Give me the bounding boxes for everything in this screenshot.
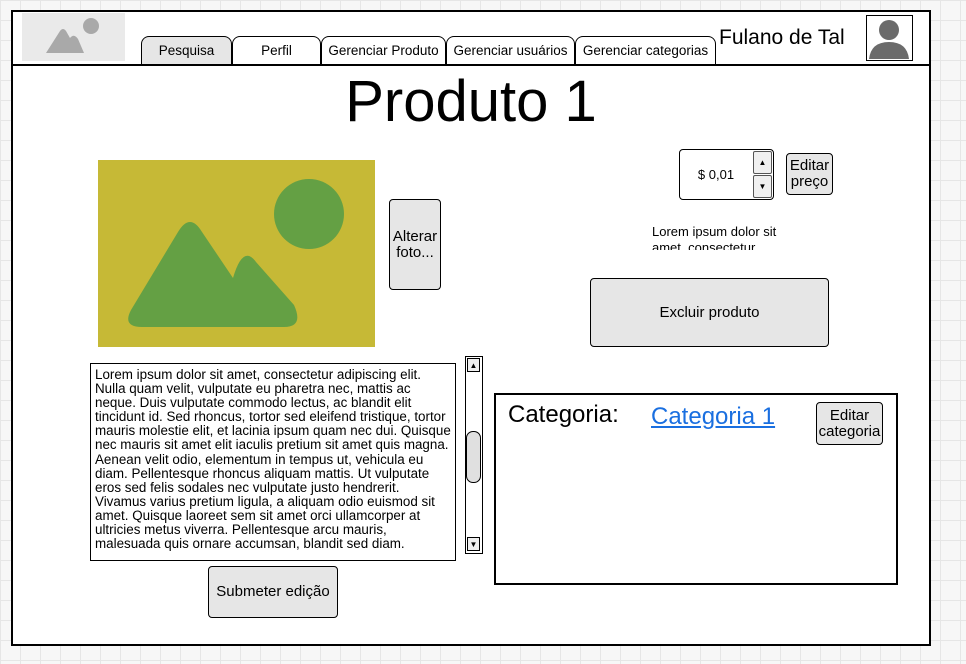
- tab-gerenciar-usuarios[interactable]: Gerenciar usuários: [446, 36, 575, 64]
- spin-up-icon[interactable]: ▲: [753, 151, 772, 174]
- price-description: Lorem ipsum dolor sit amet, consectetur: [652, 224, 777, 250]
- category-label: Categoria:: [508, 401, 619, 428]
- description-textarea[interactable]: Lorem ipsum dolor sit amet, consectetur …: [90, 363, 456, 561]
- tab-pesquisa[interactable]: Pesquisa: [141, 36, 232, 64]
- change-photo-button[interactable]: Alterar foto...: [389, 199, 441, 290]
- description-scrollbar[interactable]: ▲ ▼: [465, 356, 483, 554]
- edit-price-button[interactable]: Editar preço: [786, 153, 833, 195]
- price-stepper[interactable]: $ 0,01 ▲ ▼: [679, 149, 774, 200]
- product-image-icon: [98, 160, 375, 347]
- tab-gerenciar-produto[interactable]: Gerenciar Produto: [321, 36, 446, 64]
- scroll-up-icon[interactable]: ▲: [467, 358, 480, 372]
- scroll-down-icon[interactable]: ▼: [467, 537, 480, 551]
- price-value[interactable]: $ 0,01: [697, 166, 735, 182]
- page-title: Produto 1: [345, 69, 597, 134]
- submit-edit-button[interactable]: Submeter edição: [208, 566, 338, 618]
- avatar-user-icon[interactable]: [866, 15, 913, 61]
- header-divider: [11, 64, 931, 66]
- edit-category-button[interactable]: Editar categoria: [816, 402, 883, 445]
- category-link[interactable]: Categoria 1: [651, 403, 776, 430]
- user-name: Fulano de Tal: [719, 26, 845, 49]
- scroll-thumb[interactable]: [466, 431, 481, 483]
- spin-down-icon[interactable]: ▼: [753, 175, 772, 198]
- category-panel: Categoria: Categoria 1 Editar categoria: [494, 393, 898, 585]
- tab-perfil[interactable]: Perfil: [232, 36, 321, 64]
- tab-gerenciar-categorias[interactable]: Gerenciar categorias: [575, 36, 716, 64]
- delete-product-button[interactable]: Excluir produto: [590, 278, 829, 347]
- logo-image-icon: [22, 13, 125, 61]
